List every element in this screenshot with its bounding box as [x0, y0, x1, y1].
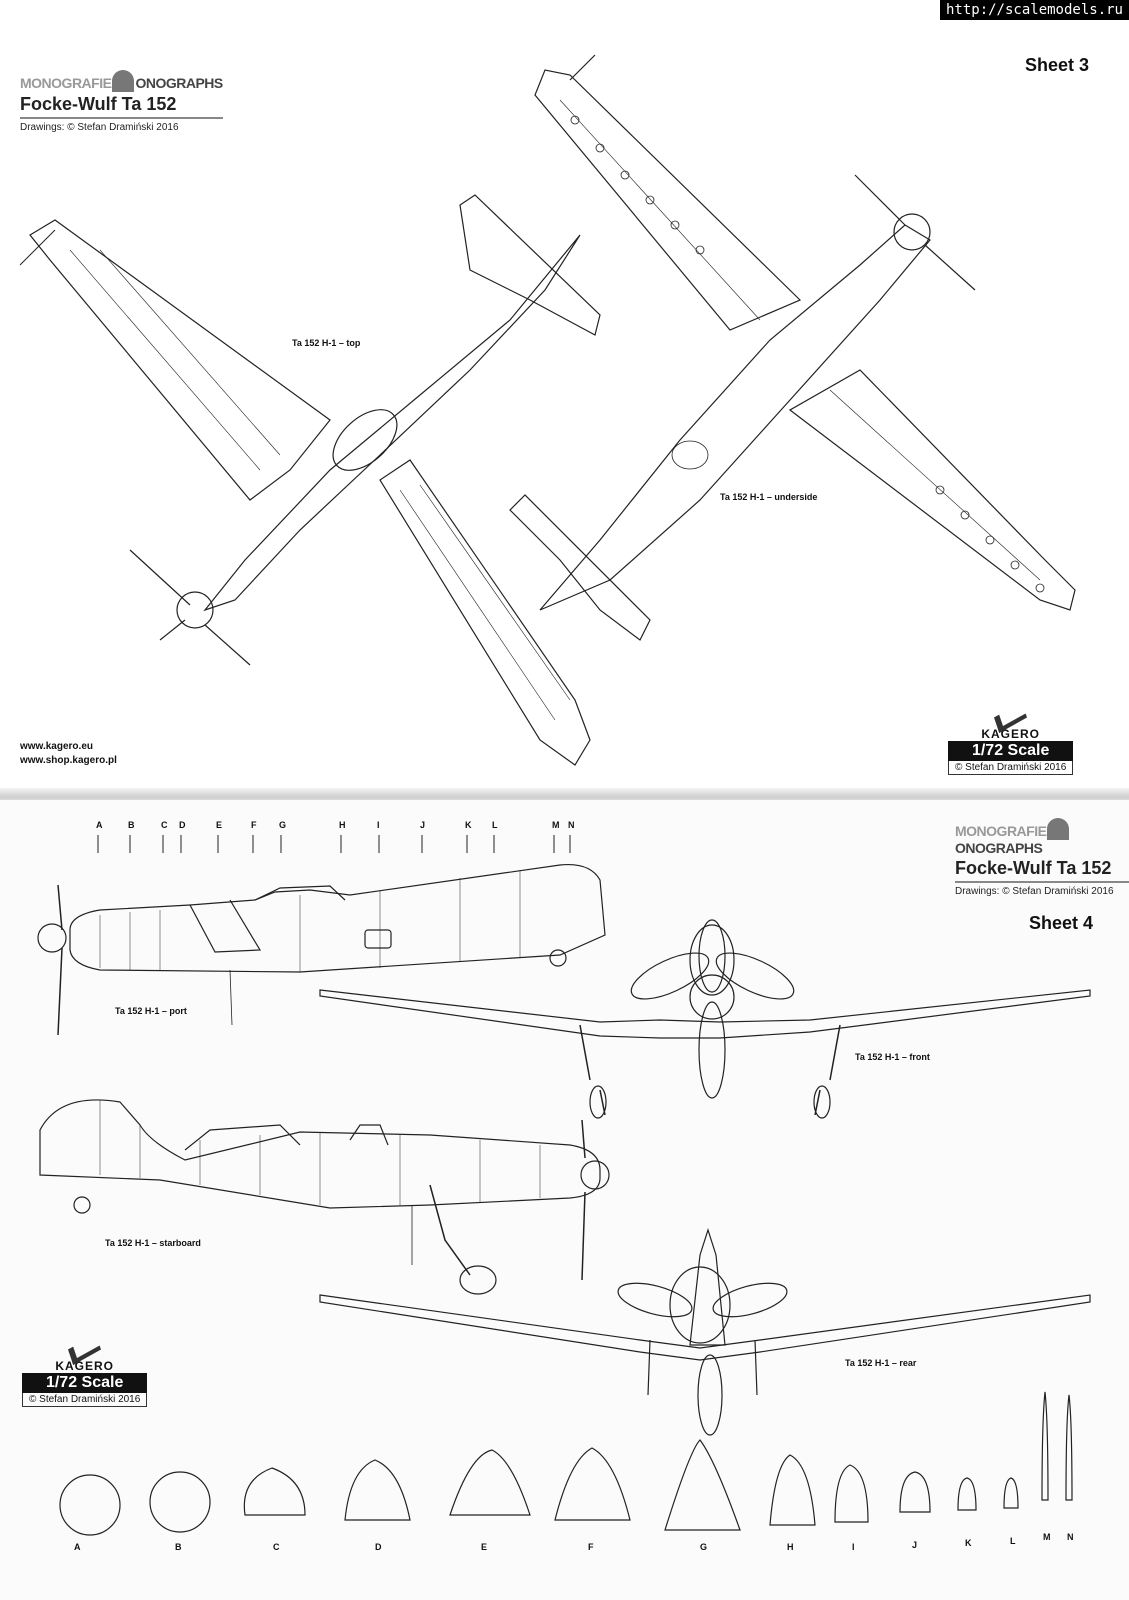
aircraft-drawings-sheet-4 — [37, 835, 1091, 1536]
book-title: Focke-Wulf Ta 152 — [20, 94, 223, 119]
sheet-4-page: MONOGRAFIEONOGRAPHS Focke-Wulf Ta 152 Dr… — [0, 800, 1129, 1600]
v-logo-icon — [112, 70, 135, 92]
station-letter: A — [96, 820, 103, 830]
cross-section-label: F — [588, 1542, 594, 1552]
station-letter: F — [251, 820, 257, 830]
station-tick-lines — [97, 835, 571, 853]
station-letter: M — [552, 820, 560, 830]
underside-view-aircraft — [509, 54, 1076, 641]
drawing-credit: Drawings: © Stefan Dramiński 2016 — [20, 122, 179, 133]
station-letter: H — [339, 820, 346, 830]
v-logo-icon — [1047, 818, 1070, 840]
kagero-wordmark: KAGERO — [55, 1359, 114, 1373]
cross-section-label: K — [965, 1538, 972, 1548]
station-letter: K — [465, 820, 472, 830]
scale-copyright: © Stefan Dramiński 2016 — [22, 1393, 148, 1407]
book-title: Focke-Wulf Ta 152 — [955, 858, 1129, 883]
station-letter: J — [420, 820, 426, 830]
starboard-view-aircraft — [39, 1099, 610, 1295]
scale-label: 1/72 Scale — [948, 741, 1074, 761]
station-letter: N — [568, 820, 575, 830]
monographs-logo: MONOGRAFIEONOGRAPHS — [955, 818, 1129, 856]
station-letter: C — [161, 820, 168, 830]
cross-section-label: E — [481, 1542, 488, 1552]
station-letter: G — [279, 820, 287, 830]
station-letter: E — [216, 820, 223, 830]
sheet-label: Sheet 3 — [1025, 55, 1090, 75]
cross-section-label: I — [852, 1542, 855, 1552]
cross-section-label: B — [175, 1542, 182, 1552]
cross-section-label: C — [273, 1542, 280, 1552]
port-view-aircraft — [37, 863, 606, 1036]
sheet-label: Sheet 4 — [1029, 913, 1094, 933]
kagero-scale-badge-sheet-4: KAGERO 1/72 Scale © Stefan Dramiński 201… — [22, 1333, 148, 1407]
scale-copyright: © Stefan Dramiński 2016 — [948, 761, 1074, 775]
publisher-links: www.kagero.eu www.shop.kagero.pl — [20, 740, 117, 768]
kagero-wordmark: KAGERO — [981, 727, 1040, 741]
front-view-aircraft — [319, 919, 1091, 1119]
cross-section-label: A — [74, 1542, 81, 1552]
station-letter: B — [128, 820, 135, 830]
caption-starboard-view: Ta 152 H-1 – starboard — [105, 1238, 201, 1248]
fuselage-cross-sections — [59, 1391, 1073, 1536]
caption-underside-view: Ta 152 H-1 – underside — [720, 492, 818, 502]
cross-section-label: M — [1043, 1532, 1051, 1542]
link-shop-kagero[interactable]: www.shop.kagero.pl — [20, 755, 117, 766]
caption-port-view: Ta 152 H-1 – port — [115, 1006, 187, 1016]
caption-front-view: Ta 152 H-1 – front — [855, 1052, 930, 1062]
drawing-credit: Drawings: © Stefan Dramiński 2016 — [955, 886, 1114, 897]
station-letter: L — [492, 820, 498, 830]
cross-section-label: J — [912, 1540, 918, 1550]
cross-section-label: D — [375, 1542, 382, 1552]
link-kagero-eu[interactable]: www.kagero.eu — [20, 741, 93, 752]
watermark-url[interactable]: http://scalemodels.ru — [939, 0, 1129, 20]
aircraft-drawings-sheet-3 — [19, 54, 1076, 766]
monographs-brand-block-sheet-4: MONOGRAFIEONOGRAPHS Focke-Wulf Ta 152 Dr… — [955, 818, 1129, 897]
scale-label: 1/72 Scale — [22, 1373, 148, 1393]
caption-rear-view: Ta 152 H-1 – rear — [845, 1358, 917, 1368]
station-letter: I — [377, 820, 380, 830]
cross-section-label: G — [700, 1542, 708, 1552]
cross-section-label: L — [1010, 1536, 1016, 1546]
cross-section-label: N — [1067, 1532, 1074, 1542]
station-letter: D — [179, 820, 186, 830]
cross-section-label: H — [787, 1542, 794, 1552]
top-view-aircraft — [19, 194, 601, 766]
caption-top-view: Ta 152 H-1 – top — [292, 338, 361, 348]
kagero-scale-badge: KAGERO 1/72 Scale © Stefan Dramiński 201… — [948, 701, 1074, 775]
rear-view-aircraft — [319, 1228, 1091, 1436]
